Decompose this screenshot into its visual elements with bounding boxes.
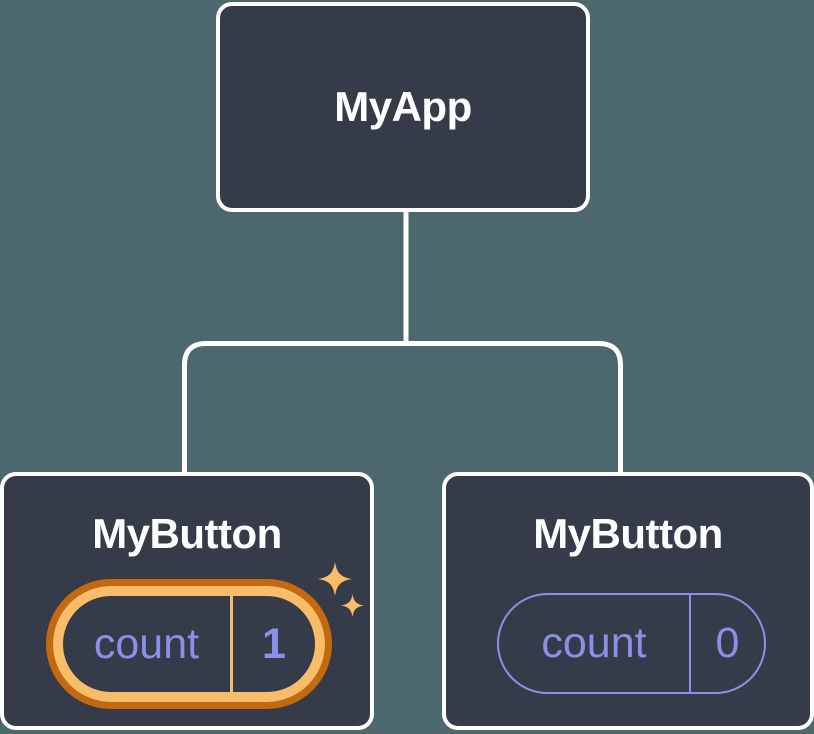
state-name: count bbox=[93, 619, 200, 668]
sparkle-icon bbox=[318, 562, 352, 596]
sparkle-icon bbox=[341, 594, 364, 617]
connector-branch-bracket bbox=[182, 341, 623, 474]
component-label: MyButton bbox=[92, 510, 282, 557]
component-node-myapp: MyApp bbox=[216, 2, 590, 212]
component-node-mybutton: MyButton count 0 bbox=[442, 472, 814, 730]
component-label: MyApp bbox=[334, 83, 472, 130]
component-node-mybutton-clicked: MyButton count 1 bbox=[0, 472, 374, 730]
state-name: count bbox=[541, 619, 647, 667]
state-value: 1 bbox=[230, 596, 315, 692]
state-pill: count 0 bbox=[497, 593, 766, 694]
state-value: 0 bbox=[689, 595, 764, 692]
state-pill-highlighted: count 1 bbox=[53, 586, 325, 702]
component-label: MyButton bbox=[533, 510, 723, 557]
